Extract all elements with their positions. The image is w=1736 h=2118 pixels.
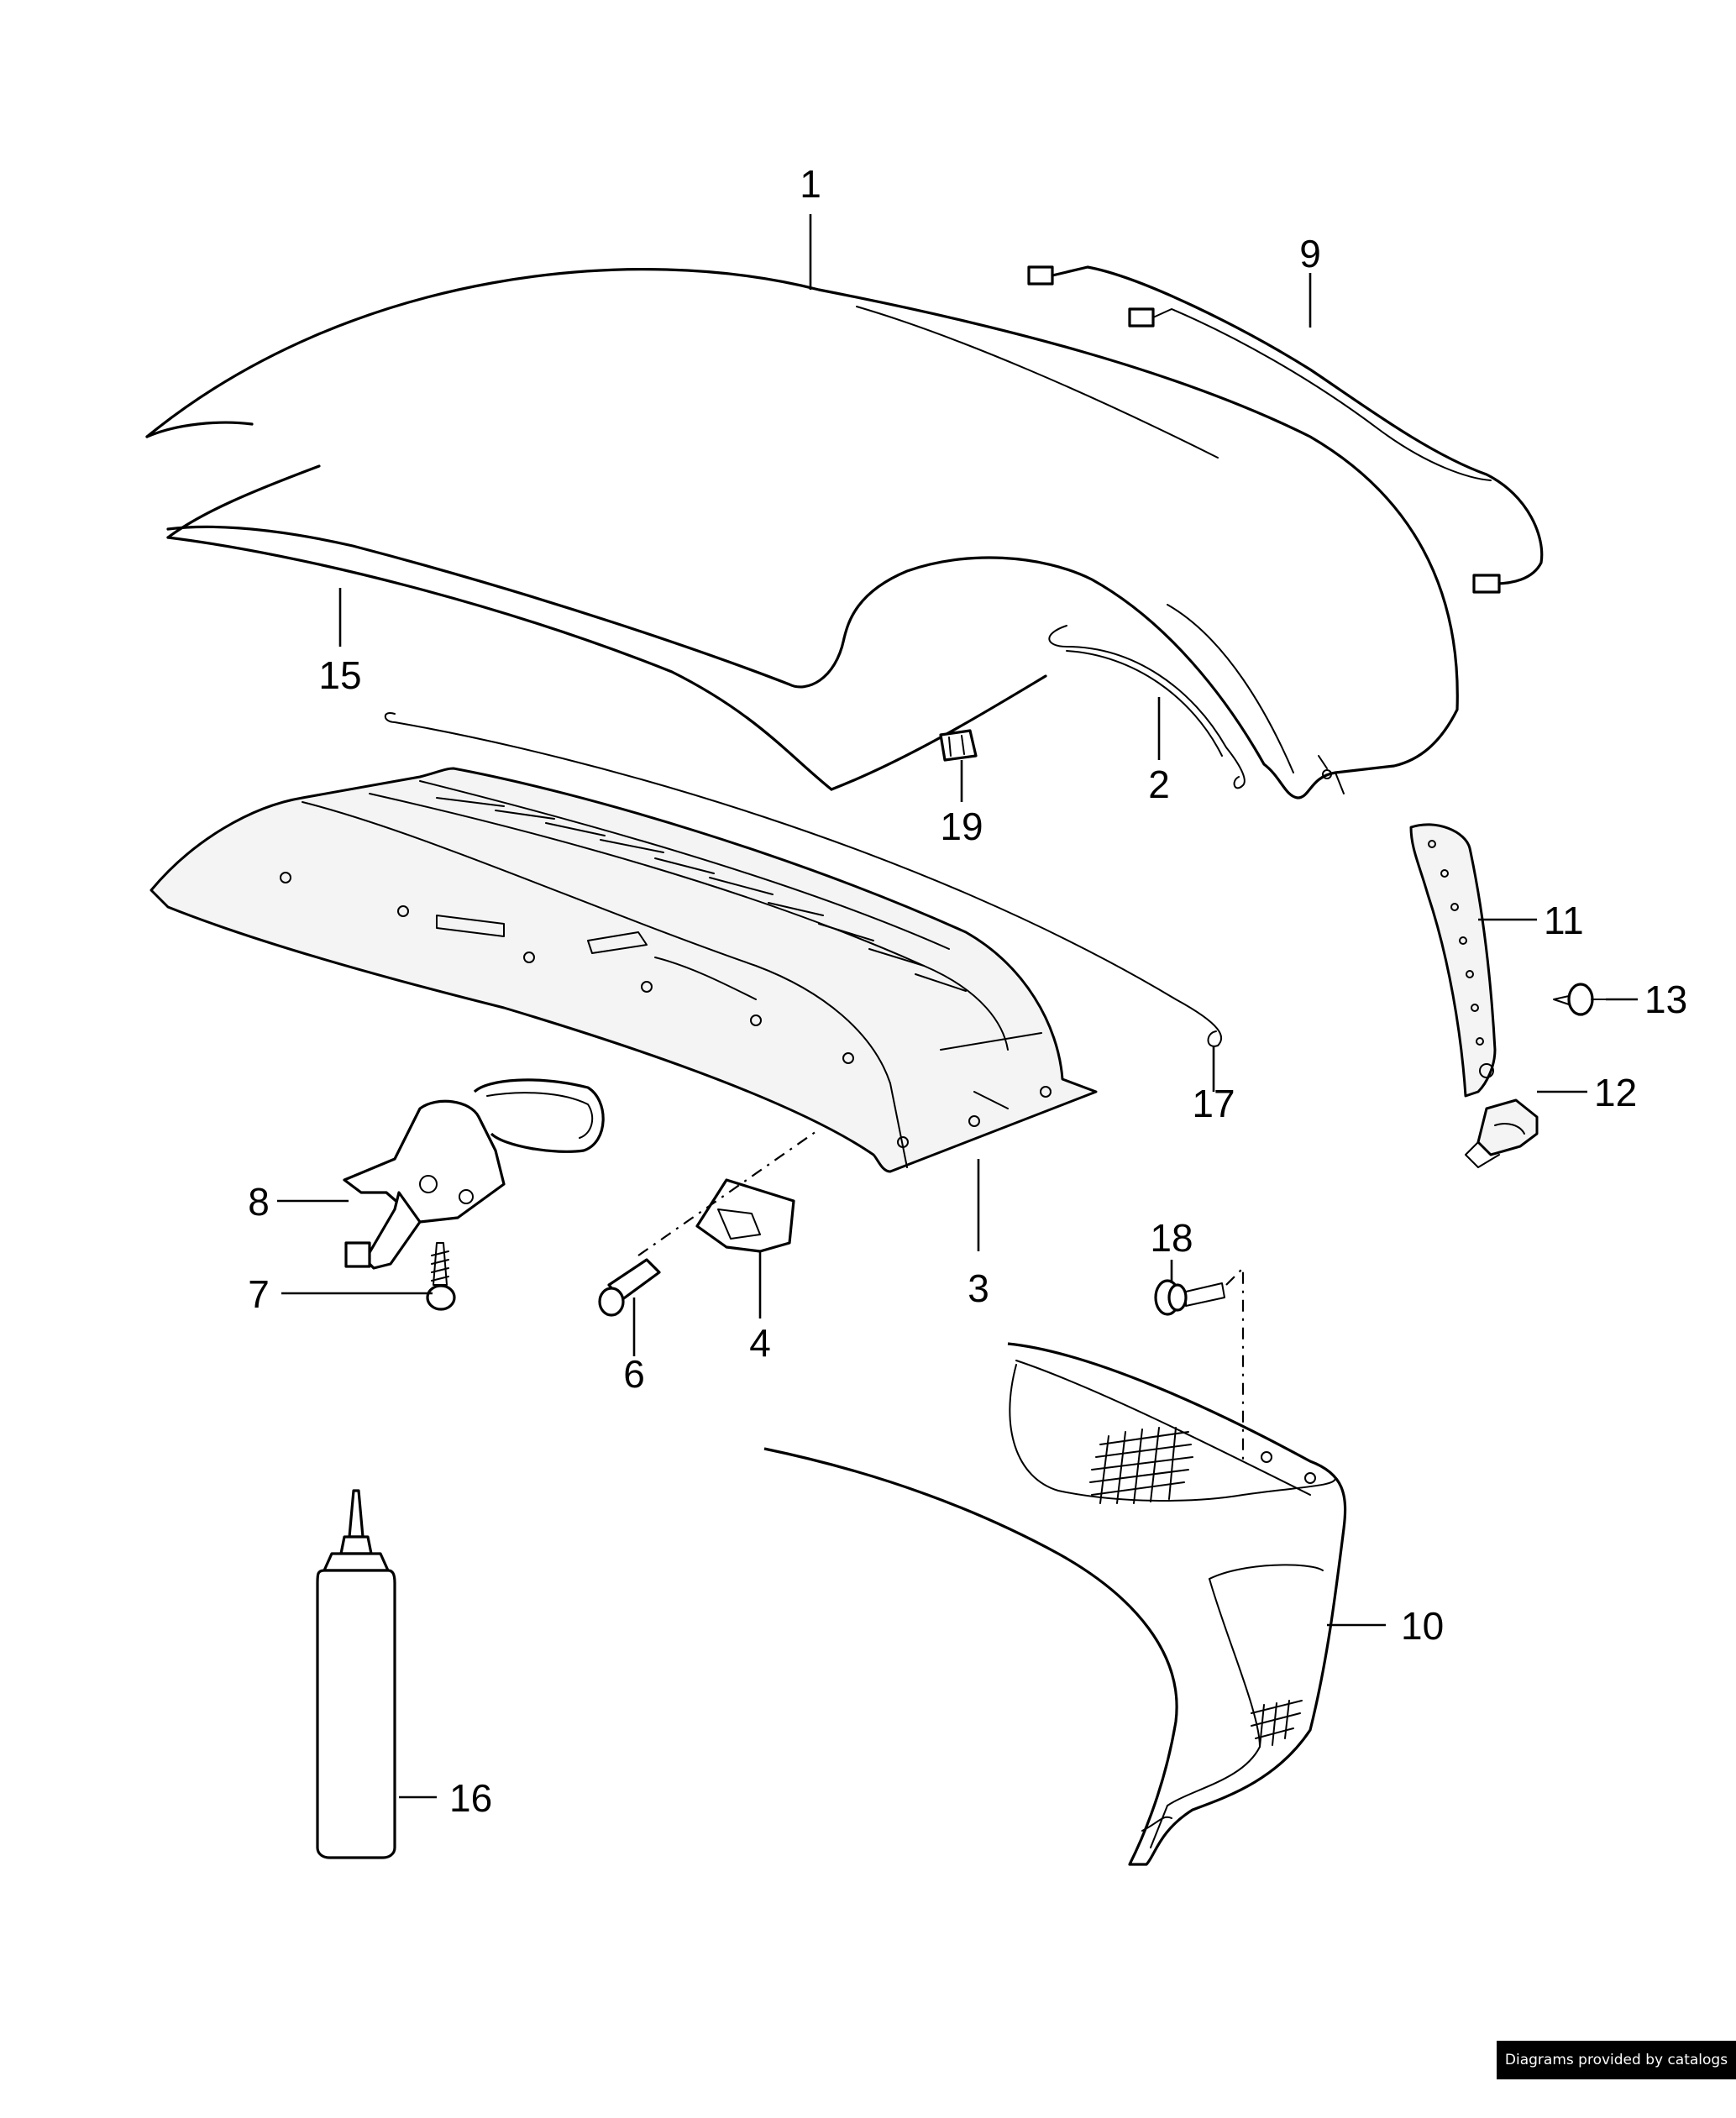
part-7-screw (426, 1242, 456, 1311)
callout-6: 6 (623, 1352, 645, 1396)
part-4-bracket (695, 1178, 795, 1253)
part-11-trim-strip (1409, 823, 1497, 1098)
part-8-latch (343, 1078, 605, 1270)
part-13-clip (1553, 983, 1607, 1016)
leader-lines (277, 214, 1638, 1799)
trim-strip-holes (1428, 840, 1494, 1078)
frame-mount-holes (280, 872, 1052, 1148)
callout-7: 7 (248, 1272, 270, 1316)
callout-15: 15 (318, 653, 361, 697)
part-15-headliner (166, 464, 1047, 791)
part-3-rear-frame (149, 767, 1098, 1173)
part-18-bolt (1154, 1279, 1225, 1316)
callout-19: 19 (940, 805, 983, 848)
callout-18: 18 (1150, 1216, 1193, 1260)
callout-8: 8 (248, 1180, 270, 1224)
assembly-lines (637, 1129, 1245, 1465)
diagram-credit: Diagrams provided by catalogs parts (1497, 2041, 1736, 2107)
callout-labels: 1 9 15 2 19 11 13 12 17 8 18 3 7 4 6 10 … (248, 162, 1687, 1820)
callout-1: 1 (800, 162, 821, 206)
callout-17: 17 (1192, 1082, 1235, 1125)
callout-3: 3 (968, 1266, 989, 1310)
part-17-cable (384, 712, 1223, 1047)
part-16-adhesive-bottle (316, 1489, 396, 1859)
part-6-bolt (598, 1258, 661, 1317)
part-2-cable (1048, 625, 1246, 789)
part-10-side-cover (763, 1342, 1347, 1866)
part-12-corner-piece (1465, 1098, 1539, 1168)
callout-10: 10 (1401, 1604, 1444, 1648)
part-9-wiring-harness (1027, 265, 1544, 594)
callout-16: 16 (449, 1776, 492, 1820)
side-cover-mesh (1089, 1427, 1303, 1748)
frame-vent-slots (436, 797, 967, 992)
callout-12: 12 (1594, 1071, 1637, 1114)
callout-11: 11 (1544, 899, 1584, 942)
callout-4: 4 (749, 1321, 771, 1365)
callout-9: 9 (1299, 232, 1321, 275)
callout-13: 13 (1644, 978, 1687, 1021)
part-19-clip (939, 729, 978, 762)
part-1-top-cover (145, 268, 1459, 799)
callout-2: 2 (1148, 763, 1170, 806)
